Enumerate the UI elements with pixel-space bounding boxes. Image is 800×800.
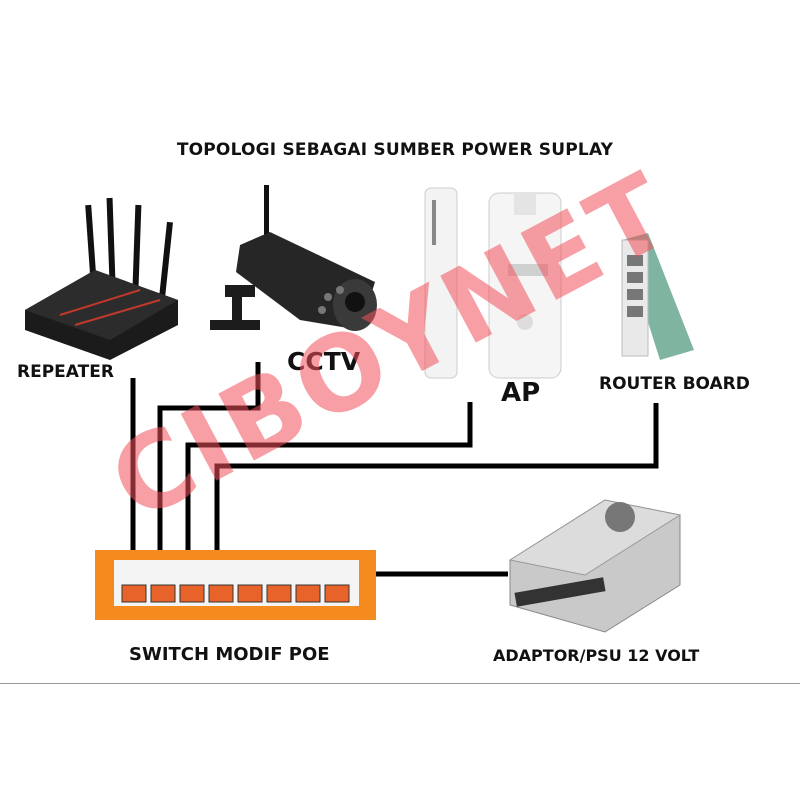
- router-board-label: ROUTER BOARD: [599, 374, 750, 394]
- ap-device: [424, 187, 562, 379]
- diagram-title: TOPOLOGI SEBAGAI SUMBER POWER SUPLAY: [176, 140, 614, 160]
- switch-label: SWITCH MODIF POE: [129, 644, 330, 665]
- repeater-device: [25, 197, 178, 360]
- psu-device: [508, 499, 682, 633]
- repeater-label: REPEATER: [17, 362, 114, 382]
- cable-ap: [185, 402, 473, 590]
- cable-router: [214, 403, 659, 590]
- switch-device: [95, 550, 376, 620]
- cctv-device: [210, 185, 377, 331]
- ap-label: AP: [501, 378, 541, 408]
- router-board-device: [621, 233, 694, 360]
- cable-cctv: [157, 362, 261, 590]
- divider: [0, 683, 800, 684]
- cctv-label: CCTV: [287, 347, 361, 376]
- psu-label: ADAPTOR/PSU 12 VOLT: [493, 646, 700, 665]
- cables: [130, 362, 659, 590]
